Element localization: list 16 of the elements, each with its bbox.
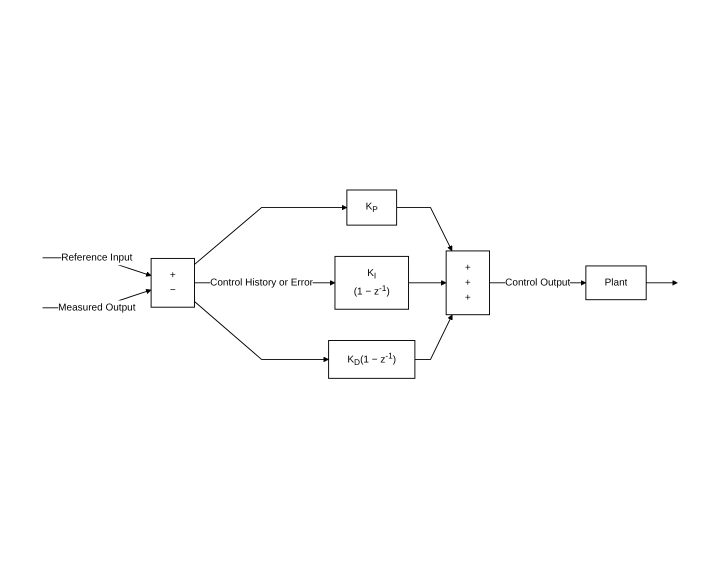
node-box: K$_{D}$(1 − z$^{-1}$) <box>328 340 416 380</box>
edge-label: Measured Output <box>58 302 136 314</box>
node-box: K$_{P}$ <box>346 190 398 226</box>
node-box: Plant <box>585 266 647 300</box>
edge-label: Reference Input <box>61 252 132 264</box>
node-box: + + + <box>446 250 490 316</box>
arrow <box>396 207 452 252</box>
arrow <box>194 205 348 266</box>
arrow <box>194 301 329 362</box>
arrow <box>646 280 678 286</box>
arrow <box>414 314 453 360</box>
arrow <box>408 280 446 286</box>
edge-label: Control History or Error <box>210 278 313 288</box>
edge-label: Control Output <box>505 278 570 288</box>
node-box: + − <box>150 258 195 308</box>
node-box: K$_{I}$ (1 − z$^{-1}$) <box>334 256 410 310</box>
